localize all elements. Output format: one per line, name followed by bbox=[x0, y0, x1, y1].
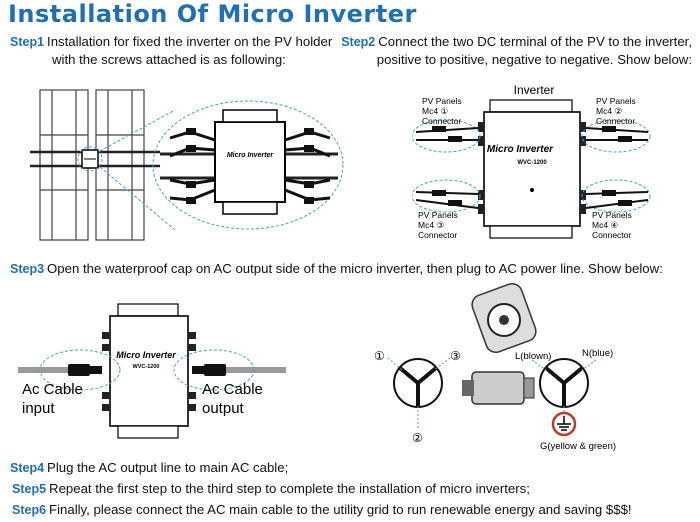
connector-4-line1: PV Panels bbox=[592, 210, 632, 220]
connector-1-line3: Connector bbox=[422, 116, 461, 126]
ac-input-label-line1: Ac Cable bbox=[22, 381, 83, 398]
step-label: Step4 bbox=[10, 461, 45, 475]
ac-output-label-line2: output bbox=[202, 400, 245, 417]
step-text-line: Repeat the first step to the third step … bbox=[49, 481, 530, 496]
inverter-header: Inverter bbox=[514, 83, 555, 97]
pin-3-label: ③ bbox=[450, 349, 461, 363]
connector-2-line2: Mc4 ② bbox=[596, 106, 622, 116]
step-label: Step2 bbox=[341, 35, 376, 49]
ac-input-label-line2: input bbox=[22, 400, 55, 417]
step-text-line: Installation for fixed the inverter on t… bbox=[47, 34, 333, 49]
ground-icon bbox=[551, 411, 577, 437]
zoomed-inverter-label: Micro Inverter bbox=[227, 152, 275, 159]
step-text-line: Plug the AC output line to main AC cable… bbox=[47, 460, 289, 475]
inverter-body bbox=[483, 111, 581, 227]
step-text-line: with the screws attached is as following… bbox=[52, 52, 286, 67]
connector-3-line2: Mc4 ③ bbox=[418, 220, 444, 230]
live-wire-label: L(blown) bbox=[515, 351, 551, 362]
connector-2-line3: Connector bbox=[596, 116, 635, 126]
connector-4-line3: Connector bbox=[592, 230, 631, 240]
connector-3-line1: PV Panels bbox=[418, 210, 458, 220]
ac-plug-icon bbox=[471, 282, 537, 354]
step-label: Step3 bbox=[10, 262, 45, 276]
ac-plug-wiring-diagram: ① ② ③ L(blown) N(blue) G(yellow & green) bbox=[374, 282, 616, 452]
pin-2-label: ② bbox=[412, 431, 423, 445]
inverter-name: Micro Inverter bbox=[487, 144, 554, 155]
step-text-line: Connect the two DC terminal of the PV to… bbox=[378, 34, 692, 49]
ac-inverter-name: Micro Inverter bbox=[116, 350, 176, 360]
step-label: Step6 bbox=[12, 503, 47, 517]
ac-output-label-line1: Ac Cable bbox=[202, 381, 263, 398]
pin-1-label: ① bbox=[374, 349, 385, 363]
connector-3-line3: Connector bbox=[418, 230, 457, 240]
step-text-line: positive to positive, negative to negati… bbox=[376, 52, 692, 67]
page-title: Installation Of Micro Inverter bbox=[8, 0, 417, 28]
step-text-line: Finally, please connect the AC main cabl… bbox=[49, 502, 632, 517]
socket-face-right bbox=[531, 358, 597, 414]
pv-holder-illustration: Micro Inverter bbox=[30, 89, 344, 241]
ac-inverter-model: WVC-1200 bbox=[133, 364, 160, 370]
inverter-model: WVC-1200 bbox=[517, 160, 547, 166]
connector-1-line2: Mc4 ① bbox=[422, 106, 448, 116]
zoomed-inverter: Micro Inverter bbox=[160, 109, 338, 215]
ground-wire-label: G(yellow & green) bbox=[540, 441, 616, 452]
ac-cable-diagram: Micro Inverter WVC-1200 Ac Cable input A… bbox=[18, 303, 286, 439]
neutral-wire-label: N(blue) bbox=[582, 348, 613, 359]
connector-4-line2: Mc4 ④ bbox=[592, 220, 618, 230]
step-label: Step1 bbox=[10, 35, 45, 49]
ac-inverter-body bbox=[109, 315, 189, 427]
step-label: Step5 bbox=[12, 482, 47, 496]
connector-2-line1: PV Panels bbox=[596, 96, 636, 106]
ac-plug-side-icon bbox=[462, 371, 535, 405]
step-text-line: Open the waterproof cap on AC output sid… bbox=[47, 261, 663, 276]
connector-1-line1: PV Panels bbox=[422, 96, 462, 106]
dc-connection-diagram: Inverter Micro Inverter WVC-1200 PV Pane… bbox=[412, 83, 651, 240]
socket-face-left bbox=[387, 357, 451, 428]
